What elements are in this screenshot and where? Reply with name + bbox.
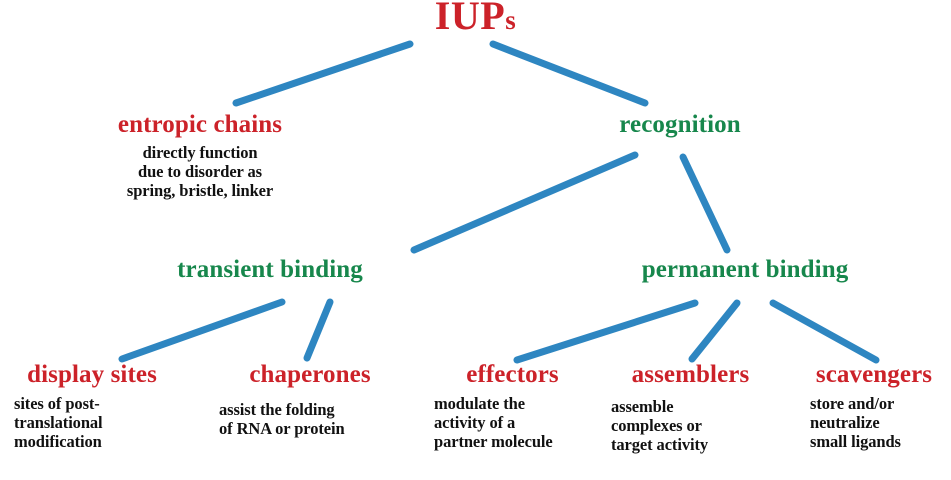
node-entropic-chains-description: directly function due to disorder as spr… [126, 143, 274, 201]
edge-permanent-to-scavengers [769, 299, 880, 364]
node-permanent-binding-label: permanent binding [641, 256, 849, 283]
node-iups-label-main: IUP [434, 0, 506, 38]
node-entropic-chains: entropic chains directly function due to… [20, 112, 380, 200]
edge-transient-to-chaperones [303, 298, 334, 362]
node-display-sites-label: display sites [27, 361, 157, 388]
edge-permanent-to-effectors [513, 299, 699, 364]
node-recognition: recognition [520, 112, 840, 137]
node-effectors: effectors modulate the activity of a par… [425, 362, 600, 451]
node-assemblers-label: assemblers [631, 361, 750, 388]
edge-root-to-entropic-chains [232, 40, 414, 107]
node-chaperones-label: chaperones [249, 361, 371, 388]
node-scavengers-label: scavengers [815, 361, 933, 388]
node-chaperones: chaperones assist the folding of RNA or … [205, 362, 415, 438]
node-permanent-binding: permanent binding [555, 257, 935, 282]
node-chaperones-description: assist the folding of RNA or protein [219, 400, 345, 439]
node-assemblers: assemblers assemble complexes or target … [598, 362, 783, 454]
node-effectors-description: modulate the activity of a partner molec… [434, 394, 553, 452]
node-iups-label-suffix: s [505, 5, 517, 35]
edge-recognition-to-transient-binding [410, 151, 639, 254]
node-iups: IUPs [0, 0, 951, 36]
node-transient-binding: transient binding [90, 257, 450, 282]
node-display-sites: display sites sites of post- translation… [0, 362, 192, 451]
node-scavengers-description: store and/or neutralize small ligands [810, 394, 901, 452]
edge-root-to-recognition [489, 40, 649, 107]
node-effectors-label: effectors [466, 361, 559, 388]
node-display-sites-description: sites of post- translational modificatio… [14, 394, 103, 452]
node-entropic-chains-label: entropic chains [117, 111, 283, 138]
node-recognition-label: recognition [619, 111, 741, 138]
node-assemblers-description: assemble complexes or target activity [611, 397, 708, 455]
edge-permanent-to-assemblers [688, 299, 741, 363]
node-transient-binding-label: transient binding [177, 256, 363, 283]
edge-recognition-to-permanent-binding [679, 153, 731, 254]
node-iups-label: IUPs [0, 0, 951, 36]
node-scavengers: scavengers store and/or neutralize small… [788, 362, 951, 451]
edge-transient-to-display-sites [118, 298, 286, 363]
